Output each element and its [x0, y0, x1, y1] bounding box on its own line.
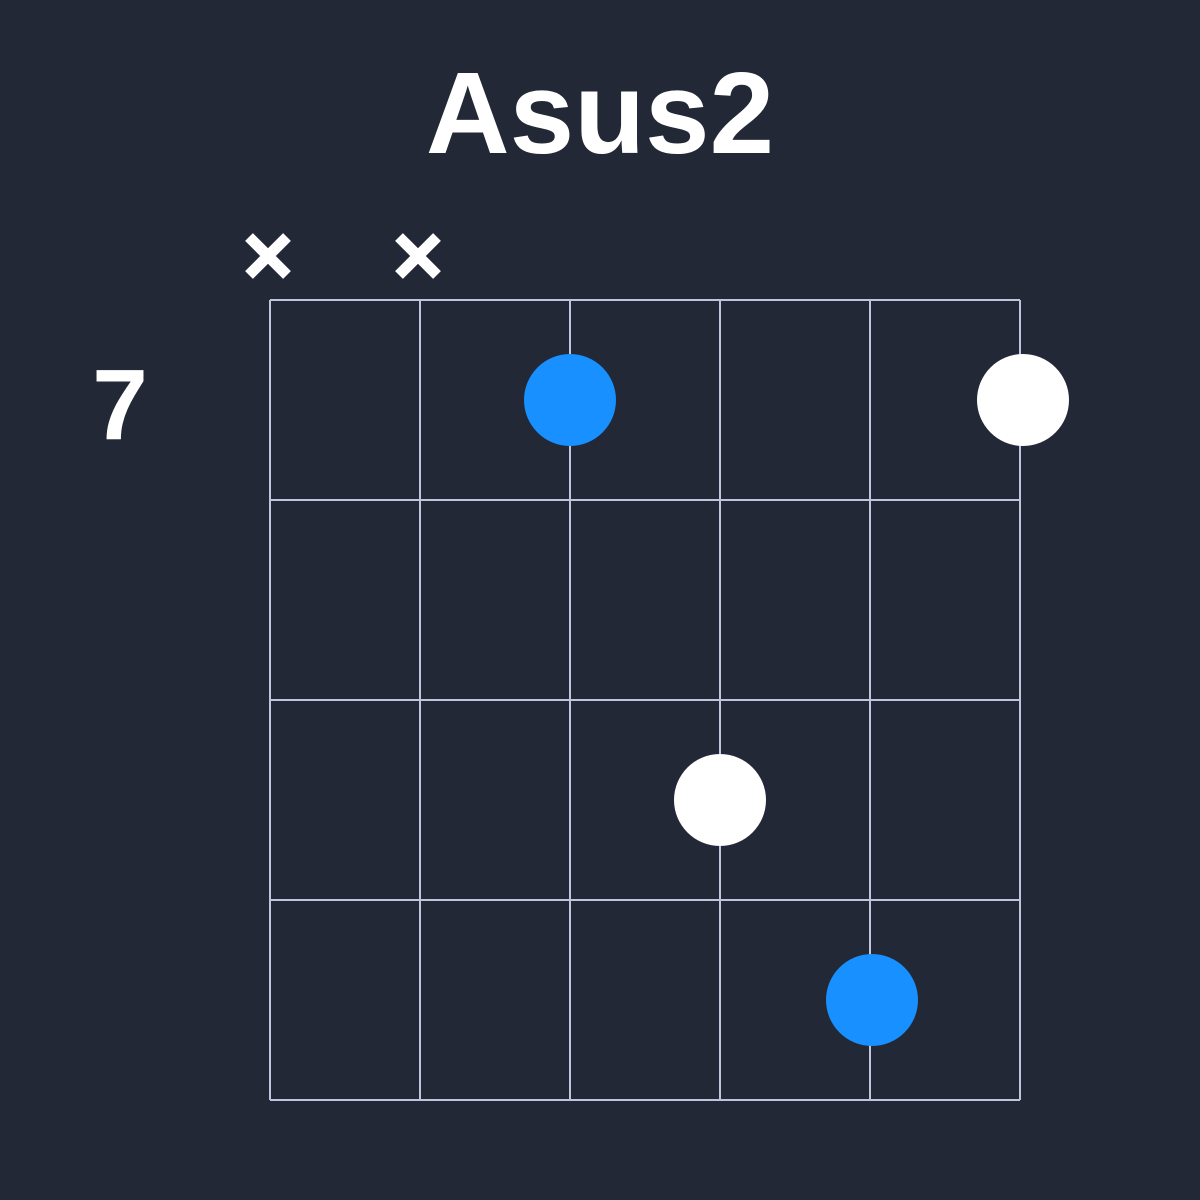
finger-dot [524, 354, 616, 446]
finger-dot [674, 754, 766, 846]
chord-title: Asus2 [425, 48, 775, 178]
start-fret-number: 7 [92, 349, 148, 461]
muted-string-x-icon [395, 233, 441, 279]
muted-markers [245, 233, 441, 279]
muted-string-x-icon [245, 233, 291, 279]
finger-dots [524, 354, 1069, 1046]
finger-dot [826, 954, 918, 1046]
finger-dot [977, 354, 1069, 446]
